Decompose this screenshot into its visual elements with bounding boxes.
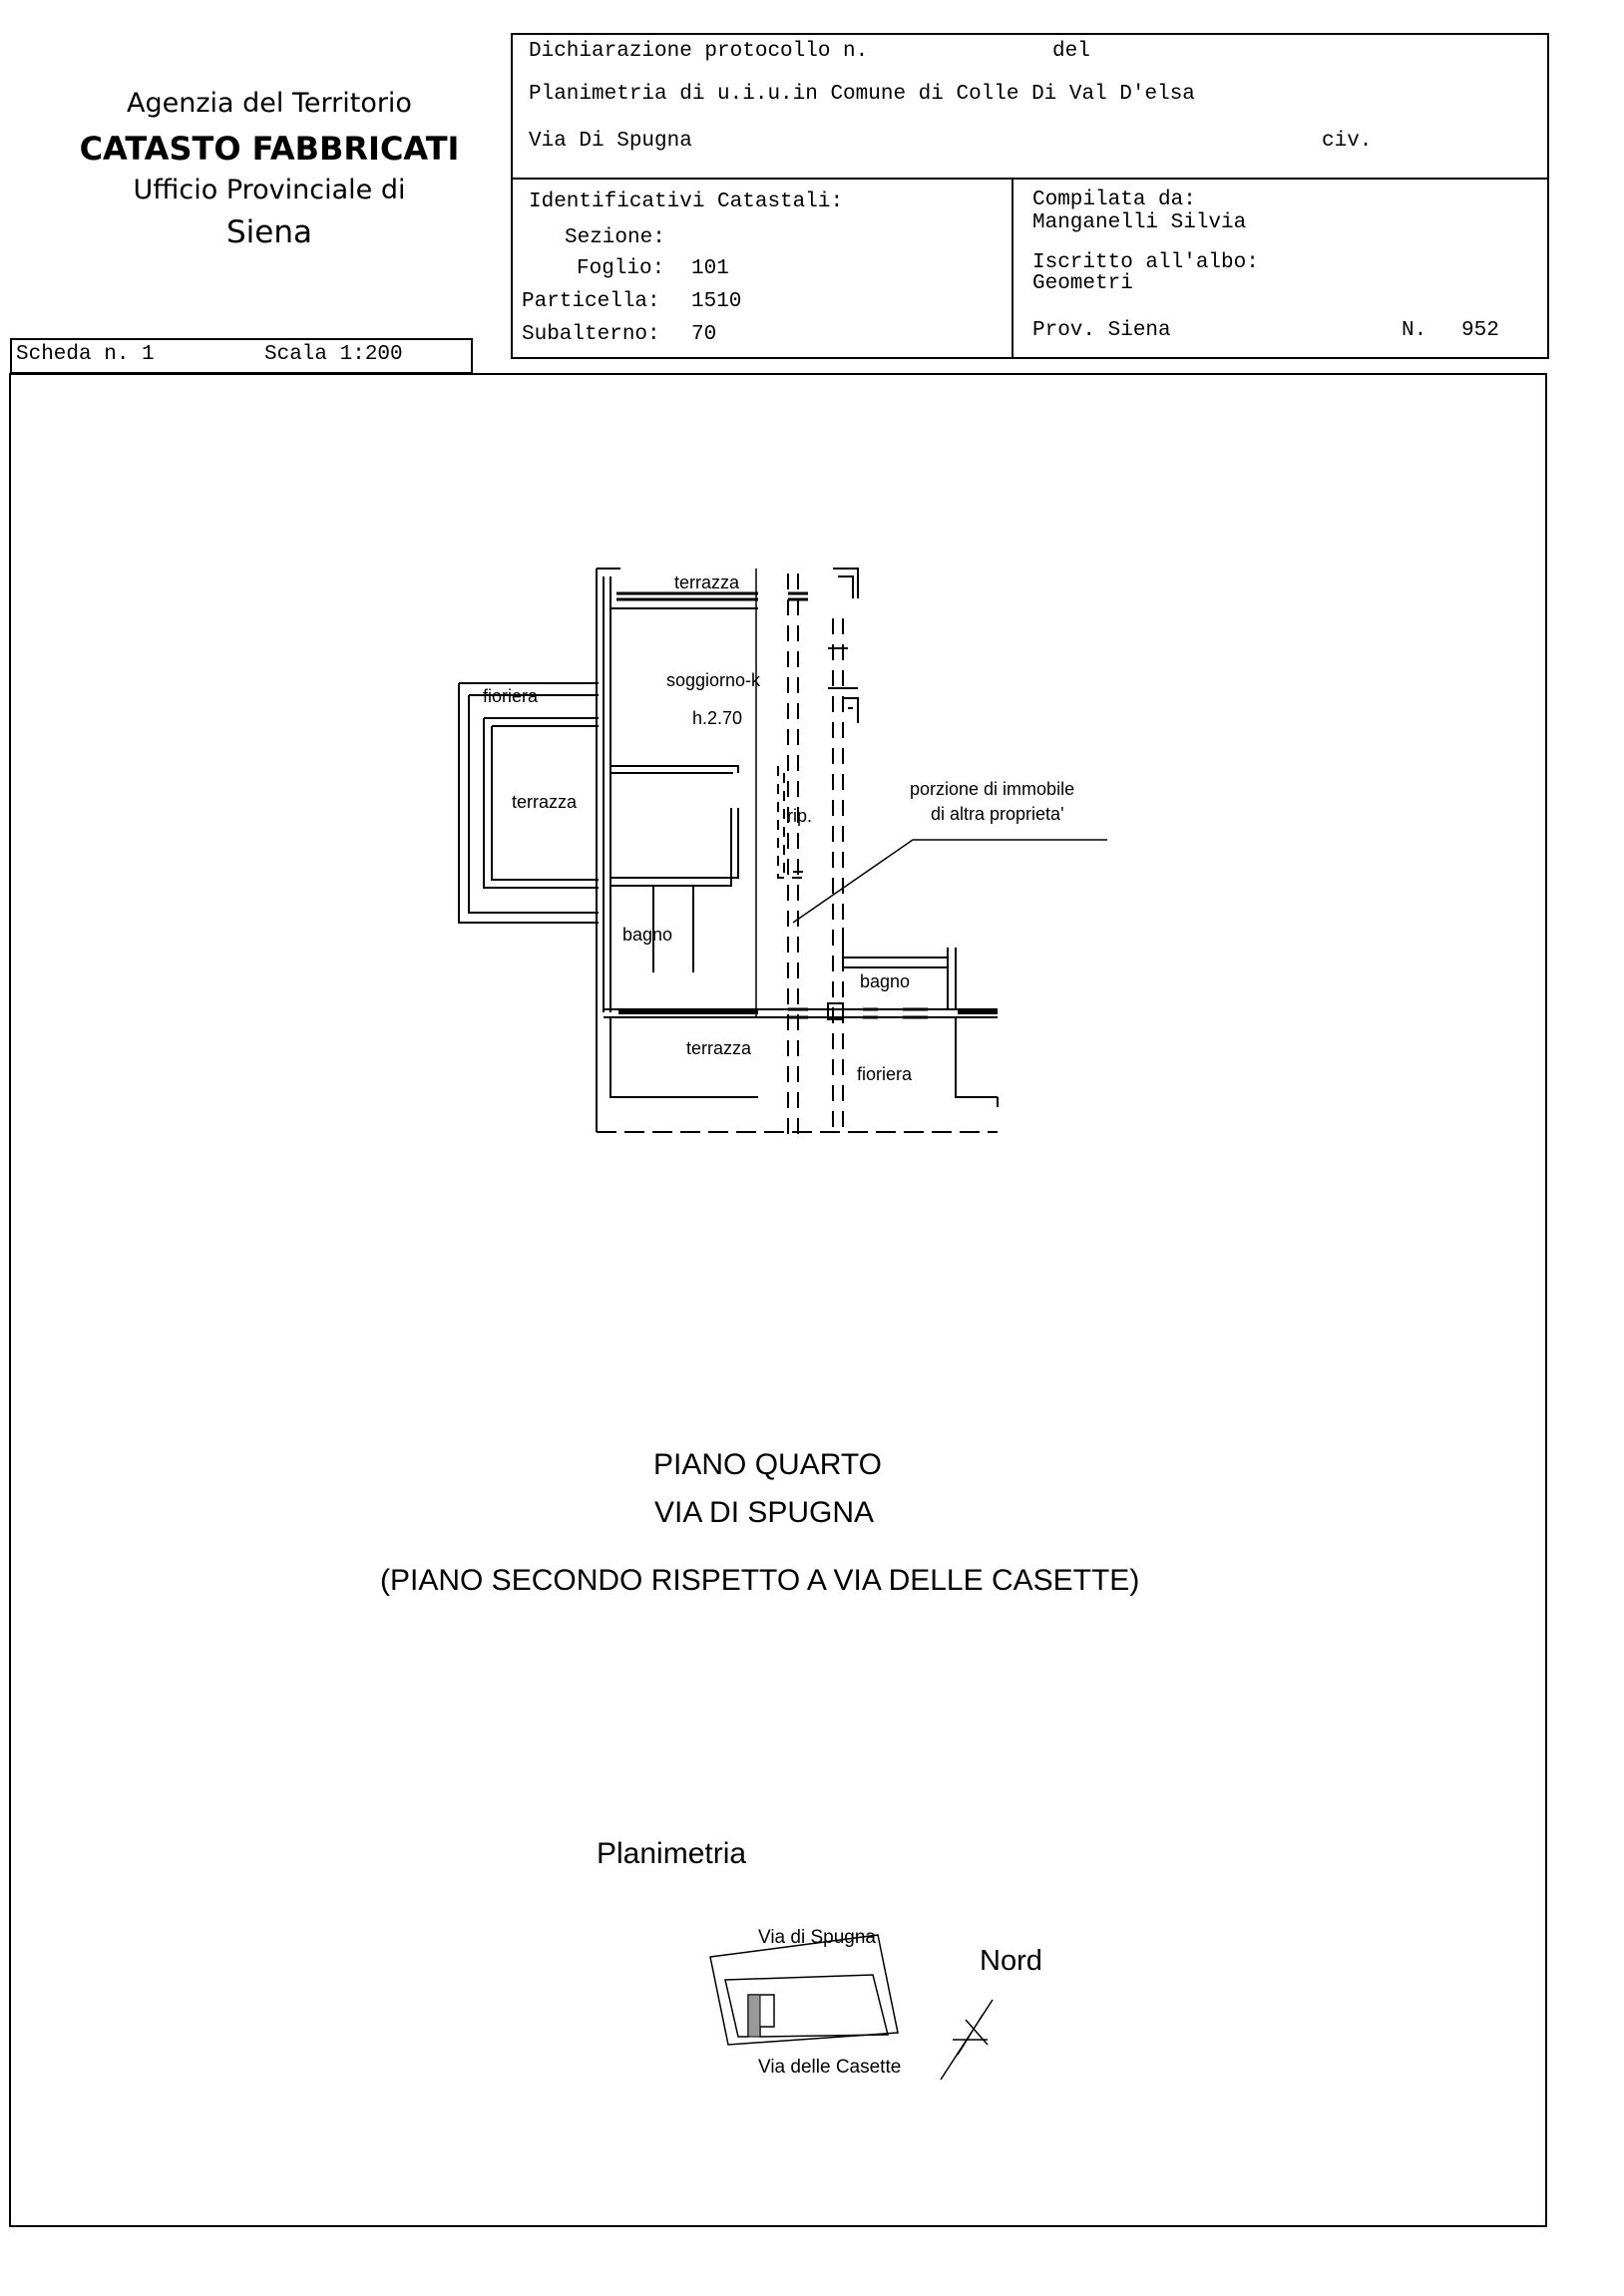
office-name: Ufficio Provinciale di xyxy=(133,175,406,205)
floor-note: (PIANO SECONDO RISPETTO A VIA DELLE CASE… xyxy=(380,1564,1140,1597)
floor-street: VIA DI SPUGNA xyxy=(654,1496,875,1529)
site-plan-outline xyxy=(709,1934,899,2046)
planimetria-comune: Planimetria di u.i.u.in Comune di Colle … xyxy=(529,83,1195,106)
compiler-label: Compilata da: xyxy=(1032,189,1196,211)
ceiling-height: h.2.70 xyxy=(692,708,743,728)
subalterno-label: Subalterno: xyxy=(522,323,660,346)
annotation-line1: porzione di immobile xyxy=(910,779,1075,799)
room-label: bagno xyxy=(622,925,673,945)
room-label: fioriera xyxy=(483,686,539,706)
site-street-bottom: Via delle Casette xyxy=(758,2057,902,2078)
albo-label: Iscritto all'albo: xyxy=(1032,251,1259,274)
registration-label: N. xyxy=(1402,319,1427,342)
declaration-date-label: del xyxy=(1052,40,1090,63)
north-arrow xyxy=(940,1999,994,2081)
room-label: rip. xyxy=(787,806,813,826)
room-label: terrazza xyxy=(674,573,740,592)
room-label: terrazza xyxy=(512,792,578,812)
address: Via Di Spugna xyxy=(529,130,692,153)
room-label: bagno xyxy=(860,971,911,991)
compiler-name: Manganelli Silvia xyxy=(1032,211,1247,234)
registration-number: 952 xyxy=(1461,319,1499,342)
scheda-number: Scheda n. 1 xyxy=(16,343,155,366)
province-name: Siena xyxy=(225,214,312,250)
room-label: soggiorno-k xyxy=(666,670,761,690)
annotation-line2: di altra proprieta' xyxy=(931,804,1064,824)
sezione-label: Sezione: xyxy=(565,226,665,249)
civic-label: civ. xyxy=(1322,130,1373,153)
site-plan-title: Planimetria xyxy=(597,1837,747,1870)
subalterno-value: 70 xyxy=(691,323,717,346)
site-street-top: Via di Spugna xyxy=(758,1927,876,1948)
room-label: terrazza xyxy=(686,1038,752,1058)
floor-title: PIANO QUARTO xyxy=(653,1448,882,1481)
identifiers-title: Identificativi Catastali: xyxy=(529,191,844,213)
province-code: Prov. Siena xyxy=(1032,319,1171,342)
room-label: fioriera xyxy=(857,1064,913,1084)
particella-value: 1510 xyxy=(691,290,742,313)
north-label: Nord xyxy=(980,1945,1042,1977)
catasto-title: CATASTO FABBRICATI xyxy=(79,130,460,168)
foglio-value: 101 xyxy=(691,257,729,280)
drawing-frame xyxy=(9,373,1547,2227)
scale: Scala 1:200 xyxy=(264,343,403,366)
foglio-label: Foglio: xyxy=(577,257,665,280)
agency-name: Agenzia del Territorio xyxy=(127,88,412,119)
particella-label: Particella: xyxy=(522,290,660,313)
albo-value: Geometri xyxy=(1032,272,1133,295)
compiler-box xyxy=(1012,178,1549,359)
declaration-protocol: Dichiarazione protocollo n. xyxy=(529,40,869,63)
